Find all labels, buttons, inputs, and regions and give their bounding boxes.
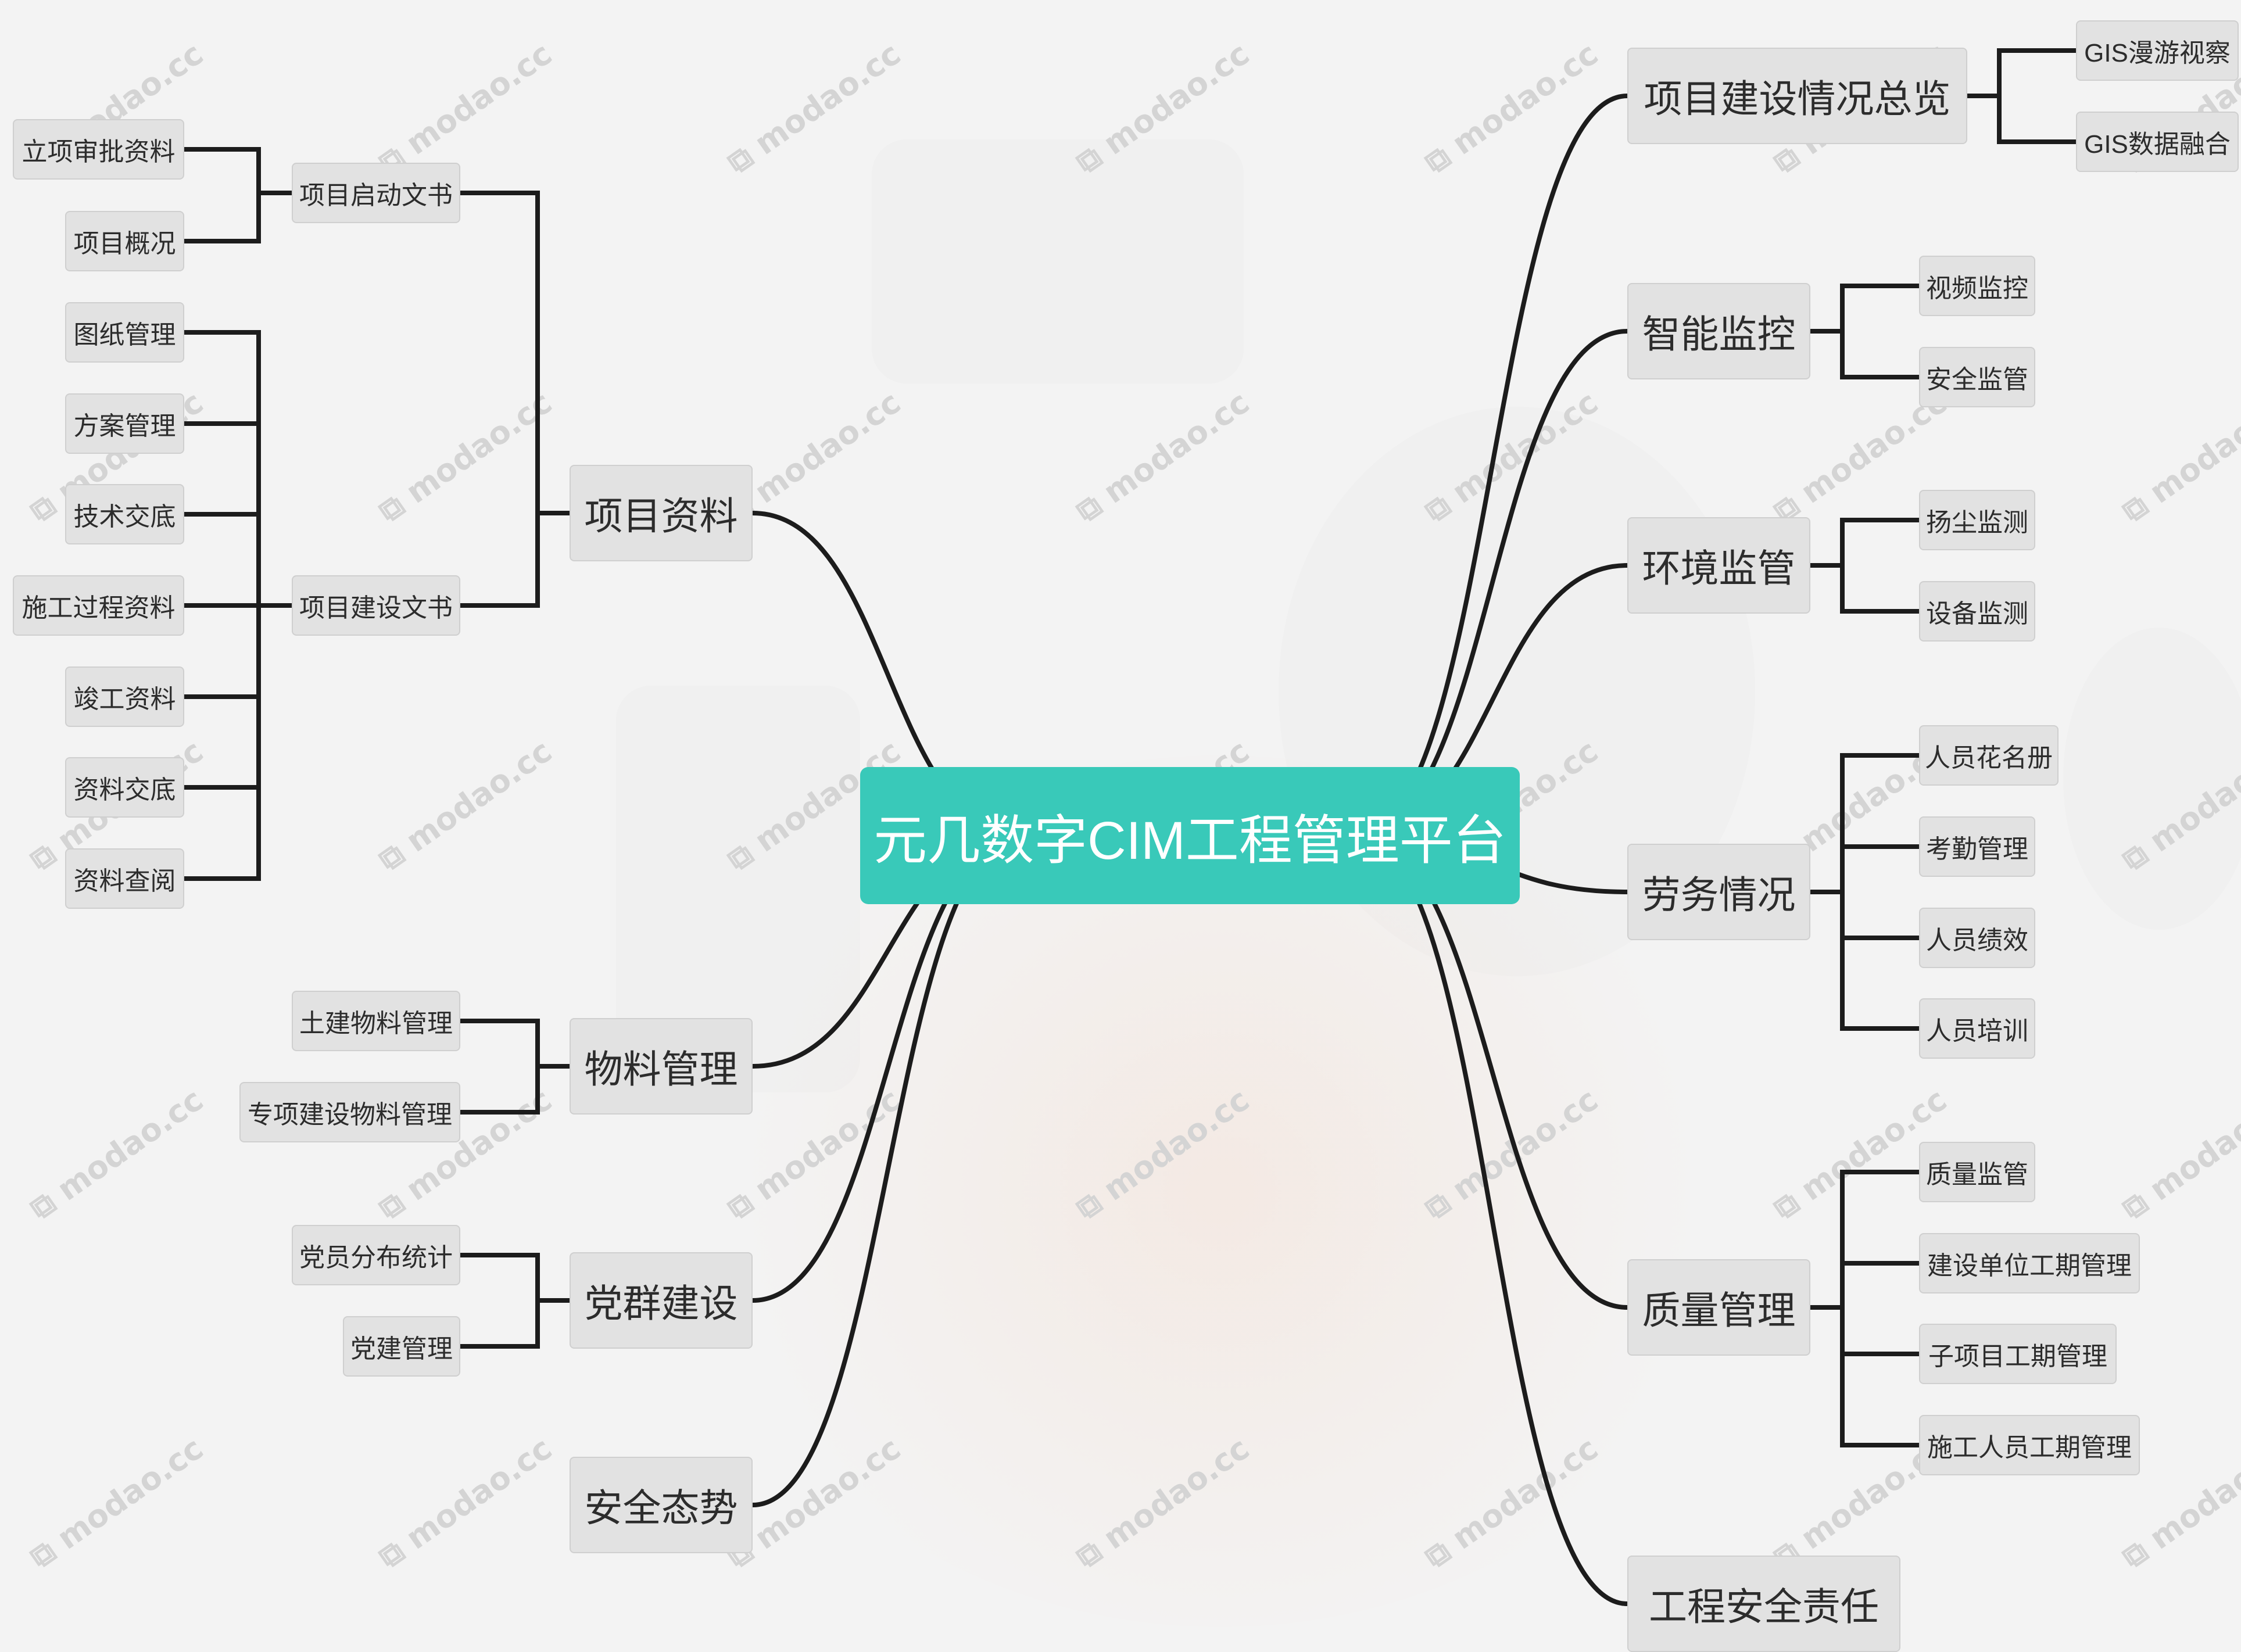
branch-4[interactable]: 安全态势 [570, 1457, 753, 1553]
leaf-item[interactable]: 方案管理 [65, 393, 184, 454]
leaf-link [1810, 1261, 1919, 1310]
leaf-link [184, 147, 292, 195]
leaf-link [1810, 753, 1919, 894]
leaf-item[interactable]: 土建物料管理 [292, 991, 460, 1051]
leaf-link [460, 1019, 570, 1069]
leaf-link [184, 603, 292, 699]
leaf-link [1810, 518, 1919, 568]
leaf-item[interactable]: GIS数据融合 [2076, 112, 2239, 172]
leaf-link [1810, 1305, 1919, 1447]
branch-3[interactable]: 党群建设 [570, 1252, 753, 1349]
leaf-item[interactable]: 安全监管 [1919, 347, 2035, 407]
leaf-item[interactable]: 子项目工期管理 [1919, 1324, 2117, 1384]
leaf-item[interactable]: 竣工资料 [65, 666, 184, 727]
leaf-link [184, 512, 292, 608]
leaf-item[interactable]: 施工人员工期管理 [1919, 1415, 2140, 1475]
root-link-right-6 [1356, 833, 1628, 1606]
leaf-item[interactable]: 人员绩效 [1919, 908, 2035, 968]
leaf-item[interactable]: 设备监测 [1919, 581, 2035, 642]
leaf-item[interactable]: 建设单位工期管理 [1919, 1233, 2140, 1293]
leaf-link [1810, 1305, 1919, 1356]
leaf-item[interactable]: 施工过程资料 [13, 575, 184, 636]
leaf-link [1810, 844, 1919, 894]
leaf-link [1810, 329, 1919, 379]
leaf-link [460, 1064, 570, 1115]
branch-right-2[interactable]: 智能监控 [1627, 283, 1810, 379]
leaf-link [184, 330, 292, 608]
leaf-link [1810, 890, 1919, 1031]
leaf-link [460, 1298, 570, 1349]
leaf-link [460, 1253, 570, 1303]
branch-right-5[interactable]: 质量管理 [1627, 1259, 1810, 1356]
leaf-item[interactable]: 考勤管理 [1919, 816, 2035, 877]
branch-right-3[interactable]: 环境监管 [1627, 517, 1810, 614]
branch-1[interactable]: 项目资料 [570, 465, 753, 561]
subbranch-project-start[interactable]: 项目启动文书 [292, 163, 460, 223]
branch-right-6[interactable]: 工程安全责任 [1627, 1556, 1900, 1652]
leaf-item[interactable]: 立项审批资料 [13, 119, 184, 180]
root-link-right-1 [1356, 94, 1628, 838]
branch-right-4[interactable]: 劳务情况 [1627, 844, 1810, 940]
background-monitor-shape [872, 139, 1244, 384]
root-link-left-4 [752, 833, 1023, 1507]
leaf-link [1967, 48, 2076, 98]
leaf-link [184, 191, 292, 243]
leaf-item[interactable]: 图纸管理 [65, 302, 184, 363]
leaf-link [1810, 563, 1919, 614]
branch-right-1[interactable]: 项目建设情况总览 [1627, 48, 1967, 144]
subbranch-project-build[interactable]: 项目建设文书 [292, 575, 460, 636]
leaf-item[interactable]: 资料查阅 [65, 848, 184, 909]
root-link-left-3 [752, 833, 1023, 1303]
leaf-link [184, 603, 292, 881]
branch-link [460, 513, 540, 608]
root-node[interactable]: 元几数字CIM工程管理平台 [860, 767, 1520, 904]
leaf-item[interactable]: 视频监控 [1919, 256, 2035, 316]
background-globe-shape [2063, 628, 2241, 930]
leaf-item[interactable]: 资料交底 [65, 757, 184, 818]
leaf-item[interactable]: 人员培训 [1919, 998, 2035, 1059]
leaf-item[interactable]: 人员花名册 [1919, 725, 2059, 786]
leaf-item[interactable]: 党员分布统计 [292, 1225, 460, 1285]
leaf-item[interactable]: 扬尘监测 [1919, 490, 2035, 550]
leaf-item[interactable]: GIS漫游视察 [2076, 20, 2239, 81]
root-link-right-2 [1356, 329, 1628, 838]
leaf-item[interactable]: 项目概况 [65, 211, 184, 271]
leaf-item[interactable]: 技术交底 [65, 484, 184, 544]
leaf-item[interactable]: 质量监管 [1919, 1142, 2035, 1202]
branch-link [460, 190, 540, 513]
leaf-item[interactable]: 党建管理 [343, 1316, 460, 1377]
leaf-link [1810, 890, 1919, 940]
leaf-link [1810, 1170, 1919, 1310]
leaf-link [1967, 94, 2076, 144]
branch-2[interactable]: 物料管理 [570, 1018, 753, 1115]
root-link-right-5 [1356, 833, 1628, 1310]
leaf-link [1810, 284, 1919, 334]
leaf-item[interactable]: 专项建设物料管理 [239, 1082, 460, 1142]
